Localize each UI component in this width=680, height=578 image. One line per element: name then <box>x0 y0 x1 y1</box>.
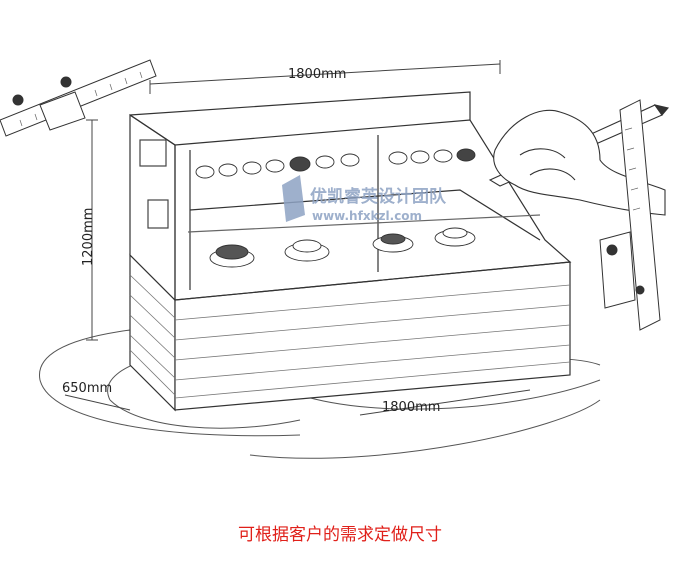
dimension-lines <box>64 60 531 416</box>
caption: 可根据客户的需求定做尺寸 <box>238 525 442 545</box>
watermark-url: www.hfxkzl.com <box>312 209 422 223</box>
right-caliper <box>599 99 661 331</box>
bottom-width-label: 1800mm <box>382 400 440 415</box>
hand-with-pencil <box>488 104 670 216</box>
upper-shelf-cakes <box>195 148 476 179</box>
depth-label: 650mm <box>62 381 112 396</box>
glass-case <box>129 91 572 302</box>
lower-shelf-cakes <box>209 227 476 268</box>
caliper-ruler <box>0 59 157 137</box>
watermark-name: 优凯睿英设计团队 <box>310 186 447 207</box>
watermark: 优凯睿英设计团队 www.hfxkzl.com <box>282 175 447 223</box>
height-label: 1200mm <box>81 208 96 266</box>
cabinet-base <box>129 253 571 412</box>
top-width-label: 1800mm <box>288 67 346 82</box>
